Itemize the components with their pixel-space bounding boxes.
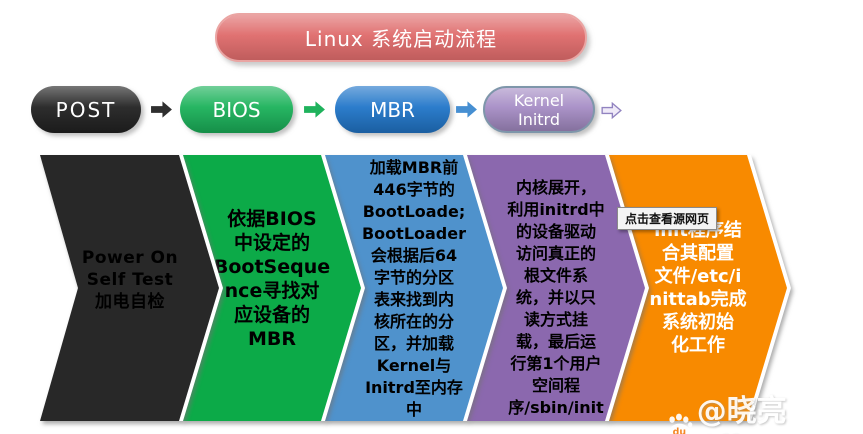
watermark-text: @晓亮Albert	[696, 394, 801, 434]
arrow-right-icon	[456, 101, 477, 118]
arrow-right-icon	[601, 102, 622, 119]
node-post-label: POST	[55, 97, 117, 122]
baidu-paw-icon: du	[669, 413, 693, 434]
stage-post-text: Power On Self Test 加电自检	[81, 248, 179, 312]
page-title: Linux 系统启动流程	[304, 27, 498, 51]
chevron-shape: 内核展开， 利用initrd中 的设备驱动 访问真正的 根文件系 统，并以只 读…	[466, 155, 645, 421]
stage-bios-text: 依据BIOS 中设定的 BootSeque nce寻找对 应设备的 MBR	[213, 208, 331, 350]
arrow-right-icon	[151, 101, 172, 118]
chevron-shape: 加载MBR前 446字节的 BootLoade; BootLoader 会根据后…	[324, 155, 503, 421]
stage-chevron-mbr: 加载MBR前 446字节的 BootLoade; BootLoader 会根据后…	[324, 0, 503, 421]
arrow-right-icon	[456, 101, 477, 118]
node-bios-oval: BIOS	[180, 86, 293, 133]
arrow-right-icon	[601, 102, 622, 119]
arrow-right-icon	[304, 101, 325, 118]
node-mbr-label: MBR	[370, 97, 415, 122]
stage-mbr-text: 加载MBR前 446字节的 BootLoade; BootLoader 会根据后…	[361, 158, 466, 419]
chevron-shape: Power On Self Test 加电自检	[40, 155, 219, 421]
arrow-right-icon	[304, 101, 325, 118]
node-bios-label: BIOS	[212, 97, 261, 122]
stage-kernel-text: 内核展开， 利用initrd中 的设备驱动 访问真正的 根文件系 统，并以只 读…	[507, 178, 605, 417]
node-kernel-initrd-label: Kernel Initrd	[513, 90, 565, 129]
baidu-paw-du-label: du	[673, 426, 686, 434]
stage-chevron-post: Power On Self Test 加电自检	[40, 0, 219, 421]
stage-init-text: init程序结 合其配置 文件/etc/i nittab完成 系统初始 化工作	[649, 220, 747, 356]
node-kernel-initrd-oval: Kernel Initrd	[483, 86, 595, 133]
view-source-link[interactable]: 点击查看源网页	[617, 207, 718, 230]
node-post-oval: POST	[31, 86, 141, 133]
node-mbr-oval: MBR	[335, 86, 450, 133]
stage-chevron-kernel: 内核展开， 利用initrd中 的设备驱动 访问真正的 根文件系 统，并以只 读…	[466, 0, 645, 421]
title-banner: Linux 系统启动流程	[215, 13, 587, 62]
watermark: du @晓亮Albert	[664, 386, 863, 434]
arrow-right-icon	[151, 101, 172, 118]
